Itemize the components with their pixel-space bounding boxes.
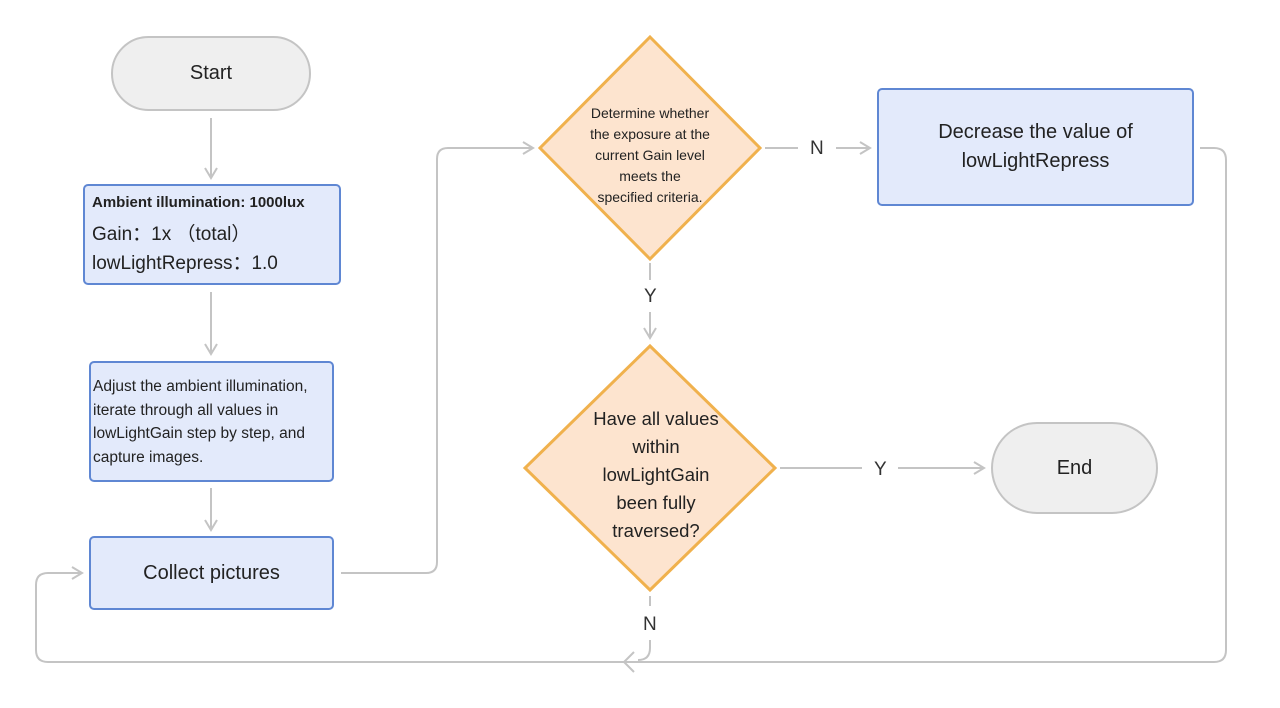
connector-traversed-no-bottom <box>637 640 651 661</box>
edge-label-determine-yes: Y <box>644 286 657 307</box>
decision-traversed-text: Have all values within lowLightGain been… <box>585 404 727 546</box>
collect-pictures-box: Collect pictures <box>89 536 334 610</box>
decrease-repress-box: Decrease the value of lowLightRepress <box>877 88 1194 206</box>
decrease-label: Decrease the value of lowLightRepress <box>938 121 1133 172</box>
edge-label-traversed-yes: Y <box>874 459 887 480</box>
ambient-gain: Gain：1x （total） <box>92 224 251 245</box>
adjust-illumination-box: Adjust the ambient illumination, iterate… <box>89 361 334 482</box>
collect-label: Collect pictures <box>143 561 280 584</box>
start-label: Start <box>189 62 233 84</box>
end-label: End <box>1056 456 1093 479</box>
ambient-illumination-box: Ambient illumination: 1000lux Gain：1x （t… <box>83 184 341 285</box>
adjust-text: Adjust the ambient illumination, iterate… <box>93 378 308 466</box>
traversed-label: Have all values within lowLightGain been… <box>593 408 719 541</box>
start-terminal: Start <box>111 36 311 111</box>
determine-label: Determine whether the exposure at the cu… <box>590 104 710 205</box>
end-terminal: End <box>991 422 1158 514</box>
edge-label-traversed-no: N <box>643 614 657 635</box>
ambient-repress: lowLightRepress：1.0 <box>92 253 278 274</box>
decision-exposure-diamond <box>537 34 763 262</box>
connector-decrease-loop-back <box>35 147 1227 663</box>
decision-traversed-diamond <box>522 343 778 593</box>
connector-collect-to-determine <box>341 141 535 574</box>
decision-exposure-text: Determine whether the exposure at the cu… <box>590 82 710 228</box>
edge-label-determine-no: N <box>810 138 824 159</box>
loop-junction-arrow <box>622 651 635 673</box>
ambient-title: Ambient illumination: 1000lux <box>92 194 305 211</box>
